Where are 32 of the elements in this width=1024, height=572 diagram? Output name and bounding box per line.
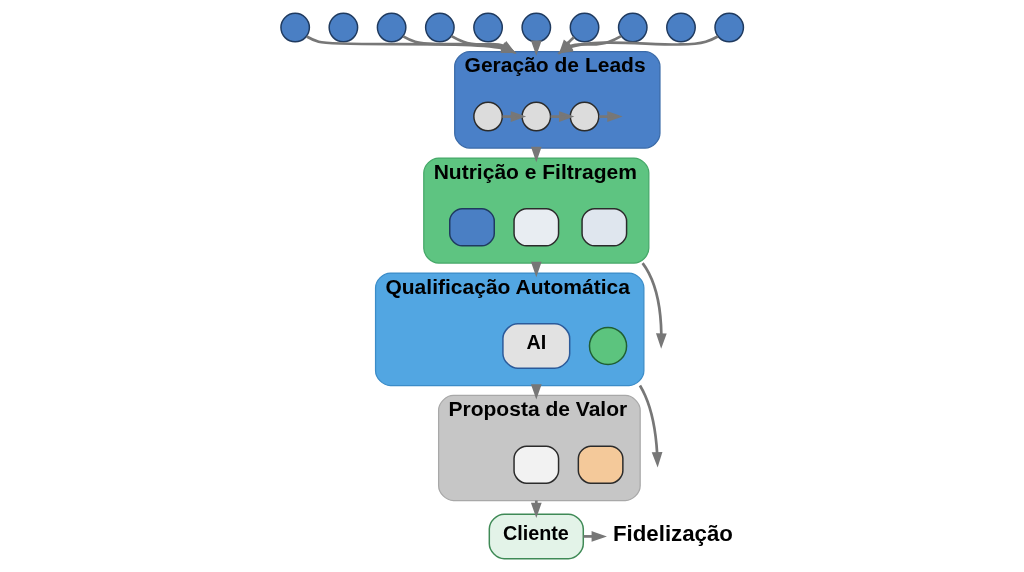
node-box	[512, 207, 559, 247]
node-box	[580, 207, 627, 247]
node-person	[617, 12, 648, 43]
node-person	[279, 12, 310, 43]
cluster: Nutrição e Filtragem	[422, 157, 649, 264]
arrow	[305, 35, 517, 54]
node-box	[448, 207, 495, 247]
arrow	[598, 111, 623, 122]
arrow	[550, 111, 574, 122]
node-text: Fidelização	[612, 520, 733, 546]
node-person	[472, 12, 503, 43]
node-box: Cliente	[488, 513, 584, 560]
node-person	[472, 101, 503, 132]
cluster: Geração de Leads	[453, 51, 661, 149]
node-box: AI	[501, 323, 570, 369]
node-box	[512, 445, 559, 484]
node-person	[424, 12, 455, 43]
arrow	[641, 262, 667, 349]
node-person	[569, 101, 599, 132]
node-person	[713, 12, 744, 43]
node-circle	[588, 326, 627, 366]
node-person	[376, 12, 407, 43]
arrow	[638, 384, 662, 468]
arrow	[501, 111, 526, 122]
arrow	[450, 34, 516, 54]
arrow	[583, 531, 607, 542]
node-box	[577, 445, 624, 484]
node-person	[569, 12, 599, 43]
node-person	[665, 12, 696, 43]
node-person	[327, 12, 358, 43]
arrow	[402, 35, 517, 54]
node-person	[520, 101, 551, 132]
